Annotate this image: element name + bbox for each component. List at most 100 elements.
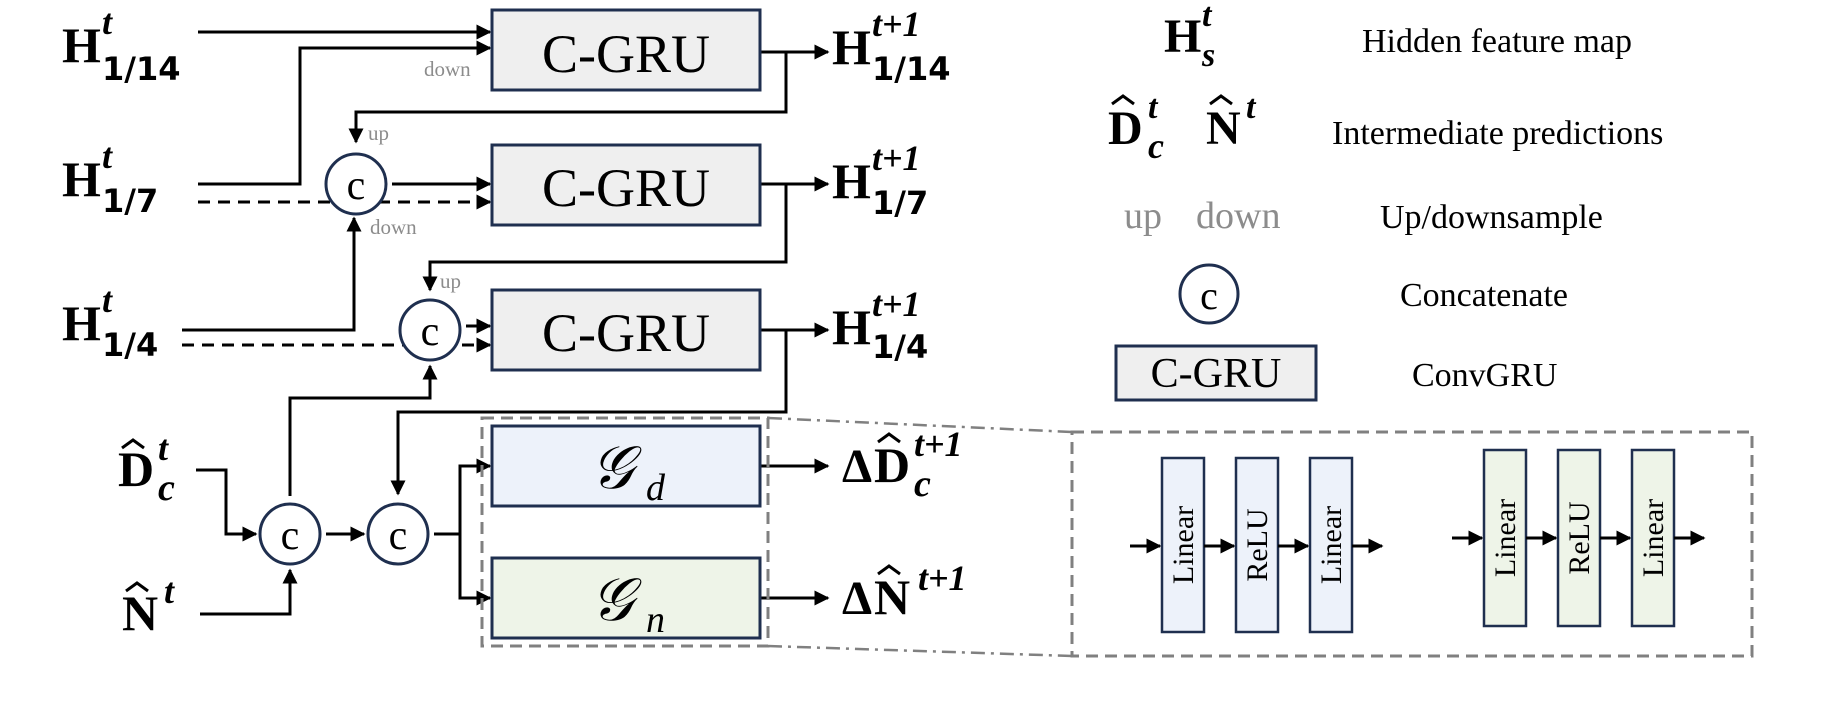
svg-text:H: H <box>832 153 871 209</box>
connectors <box>182 24 830 616</box>
concat-circle-1: c <box>324 152 388 216</box>
mlp-n-relu <box>1556 448 1602 628</box>
svg-text:C-GRU: C-GRU <box>542 24 710 84</box>
svg-text:C-GRU: C-GRU <box>542 303 710 363</box>
svg-text:Δ: Δ <box>842 440 872 493</box>
svg-text:c: c <box>389 513 408 559</box>
label-h-1-7-t1: H t+1 1/7 <box>832 138 928 222</box>
svg-text:up: up <box>1124 195 1162 237</box>
svg-text:Linear: Linear <box>1167 506 1200 584</box>
legend-hidden-symbol: H t s <box>1164 0 1215 74</box>
cgru-box-1-14: C-GRU <box>490 8 762 92</box>
legend: H t s Hidden feature map D t c N t Inter… <box>1108 0 1663 402</box>
label-down-top: down <box>424 57 471 81</box>
legend-updown-label: Up/downsample <box>1380 199 1603 236</box>
svg-text:1/4: 1/4 <box>872 328 928 366</box>
label-up-1: up <box>368 121 389 145</box>
label-delta-n-t1: Δ N t+1 <box>842 558 967 625</box>
legend-hidden-label: Hidden feature map <box>1362 23 1632 60</box>
svg-text:N: N <box>1206 102 1241 155</box>
svg-text:c: c <box>281 513 300 559</box>
svg-text:D: D <box>874 437 910 493</box>
svg-text:t: t <box>1202 0 1213 34</box>
svg-text:N: N <box>874 569 910 625</box>
svg-text:c: c <box>1200 273 1218 318</box>
svg-text:H: H <box>62 295 101 351</box>
label-n-t: N t <box>122 571 175 641</box>
svg-text:c: c <box>347 163 366 209</box>
mlp-g-d: Linear ReLU Linear <box>1130 456 1384 634</box>
svg-text:t+1: t+1 <box>872 284 921 324</box>
svg-text:1/7: 1/7 <box>872 184 928 222</box>
svg-text:t: t <box>1148 89 1159 126</box>
svg-text:H: H <box>62 17 101 73</box>
svg-text:t+1: t+1 <box>872 138 921 178</box>
g-group-dashed-outline <box>480 416 770 648</box>
legend-concat-symbol: c <box>1178 263 1240 325</box>
svg-text:c: c <box>1148 126 1164 166</box>
legend-concat-label: Concatenate <box>1400 277 1568 314</box>
label-up-2: up <box>440 269 461 293</box>
label-h-1-4-t1: H t+1 1/4 <box>832 284 928 366</box>
label-d-c-t: D t c <box>118 428 175 509</box>
cgru-box-1-7: C-GRU <box>490 143 762 227</box>
svg-text:d: d <box>646 467 666 509</box>
svg-text:t: t <box>102 136 113 176</box>
legend-updown-symbol: up down <box>1124 195 1280 237</box>
legend-convgru-symbol: C-GRU <box>1114 344 1318 402</box>
svg-text:t: t <box>1246 89 1257 126</box>
label-delta-d-c-t1: Δ D t+1 c <box>842 424 963 505</box>
svg-text:N: N <box>122 585 158 641</box>
svg-text:H: H <box>1164 10 1201 63</box>
svg-text:C-GRU: C-GRU <box>542 158 710 218</box>
svg-text:c: c <box>158 467 175 509</box>
svg-text:t: t <box>158 428 169 468</box>
concat-circle-3: c <box>258 502 322 566</box>
svg-text:down: down <box>1196 195 1280 237</box>
svg-text:c: c <box>421 309 440 355</box>
label-h-1-14-t1: H t+1 1/14 <box>832 4 950 88</box>
mlp-detail-panel: Linear ReLU Linear Linear ReLU Linear <box>767 416 1754 658</box>
label-down-mid: down <box>370 215 417 239</box>
legend-convgru-label: ConvGRU <box>1412 357 1557 394</box>
svg-text:n: n <box>646 599 665 641</box>
concat-circle-2: c <box>398 298 462 362</box>
svg-text:1/4: 1/4 <box>102 326 158 364</box>
g-n-block: 𝒢 n <box>490 556 762 641</box>
svg-text:H: H <box>62 151 101 207</box>
svg-text:t+1: t+1 <box>918 558 967 598</box>
mlp-n-linear-1 <box>1482 448 1528 628</box>
g-d-block: 𝒢 d <box>490 424 762 509</box>
svg-text:Linear: Linear <box>1315 506 1348 584</box>
svg-text:t: t <box>164 571 175 611</box>
svg-text:ReLU: ReLU <box>1563 501 1596 575</box>
svg-text:H: H <box>832 299 871 355</box>
svg-text:s: s <box>1201 37 1215 74</box>
svg-text:Linear: Linear <box>1637 499 1670 577</box>
mlp-g-n: Linear ReLU Linear <box>1452 448 1706 628</box>
svg-text:C-GRU: C-GRU <box>1151 351 1282 397</box>
svg-text:H: H <box>832 19 871 75</box>
svg-text:Δ: Δ <box>842 572 872 625</box>
svg-text:D: D <box>1108 102 1143 155</box>
svg-text:t+1: t+1 <box>914 424 963 464</box>
label-h-1-14-t: H t 1/14 <box>62 2 180 88</box>
svg-text:ReLU: ReLU <box>1241 508 1274 582</box>
svg-text:1/7: 1/7 <box>102 182 158 220</box>
label-h-1-7-t: H t 1/7 <box>62 136 158 220</box>
label-h-1-4-t: H t 1/4 <box>62 280 158 364</box>
cgru-box-1-4: C-GRU <box>490 288 762 372</box>
legend-intermediate-label: Intermediate predictions <box>1332 115 1663 152</box>
svg-text:t+1: t+1 <box>872 4 921 44</box>
svg-text:1/14: 1/14 <box>872 50 950 88</box>
concat-circle-4: c <box>366 502 430 566</box>
svg-text:1/14: 1/14 <box>102 50 180 88</box>
svg-text:D: D <box>118 441 154 497</box>
mlp-d-linear-1 <box>1160 456 1206 634</box>
mlp-d-linear-2 <box>1308 456 1354 634</box>
legend-intermediate-symbol: D t c N t <box>1108 89 1257 166</box>
svg-text:c: c <box>914 463 931 505</box>
svg-text:t: t <box>102 2 113 42</box>
svg-text:Linear: Linear <box>1489 499 1522 577</box>
